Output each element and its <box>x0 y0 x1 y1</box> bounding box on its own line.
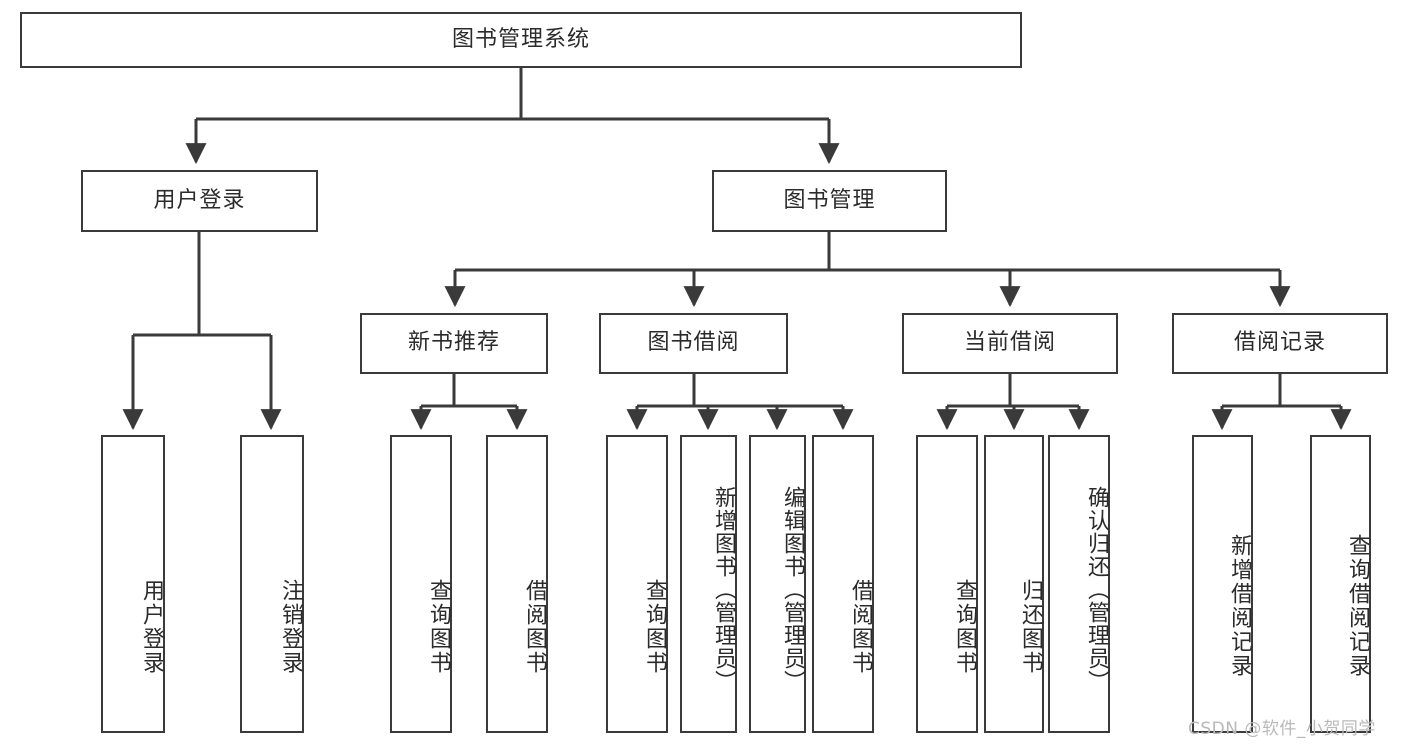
node-leaf-borrow-book-1[interactable]: 借阅图书 <box>486 435 548 733</box>
node-user-login[interactable]: 用户登录 <box>81 170 318 232</box>
node-leaf-add-record-label: 新增借阅记录 <box>1227 534 1252 678</box>
node-leaf-query-book-3-label: 查询图书 <box>952 579 977 675</box>
node-borrow-record-label: 借阅记录 <box>1233 330 1326 356</box>
node-root[interactable]: 图书管理系统 <box>20 12 1022 68</box>
node-leaf-user-login[interactable]: 用户登录 <box>101 435 165 733</box>
node-leaf-add-record[interactable]: 新增借阅记录 <box>1192 435 1253 733</box>
node-leaf-query-book-1[interactable]: 查询图书 <box>390 435 452 733</box>
node-leaf-user-login-label: 用户登录 <box>139 579 164 675</box>
node-leaf-borrow-book-2[interactable]: 借阅图书 <box>812 435 874 733</box>
node-book-manage[interactable]: 图书管理 <box>712 170 947 232</box>
node-leaf-query-book-2[interactable]: 查询图书 <box>606 435 668 733</box>
node-current-borrow-label: 当前借阅 <box>963 330 1056 356</box>
node-leaf-confirm-return-label: 确认归还（管理员） <box>1084 485 1109 693</box>
node-leaf-query-book-2-label: 查询图书 <box>642 579 667 675</box>
node-leaf-add-book[interactable]: 新增图书（管理员） <box>680 435 737 733</box>
node-leaf-borrow-book-2-label: 借阅图书 <box>848 579 873 675</box>
node-book-borrow-label: 图书借阅 <box>647 330 740 356</box>
node-leaf-query-book-1-label: 查询图书 <box>426 579 451 675</box>
node-leaf-query-book-3[interactable]: 查询图书 <box>916 435 978 733</box>
node-leaf-edit-book-label: 编辑图书（管理员） <box>780 485 805 693</box>
node-leaf-borrow-book-1-label: 借阅图书 <box>522 579 547 675</box>
node-root-label: 图书管理系统 <box>451 26 590 52</box>
node-new-book-rec-label: 新书推荐 <box>407 330 500 356</box>
node-leaf-return-book-label: 归还图书 <box>1018 579 1043 675</box>
node-leaf-return-book[interactable]: 归还图书 <box>984 435 1044 733</box>
node-book-borrow[interactable]: 图书借阅 <box>599 313 788 374</box>
node-leaf-query-record[interactable]: 查询借阅记录 <box>1310 435 1371 733</box>
node-current-borrow[interactable]: 当前借阅 <box>902 313 1118 374</box>
node-book-manage-label: 图书管理 <box>783 187 876 213</box>
node-user-login-label: 用户登录 <box>153 187 246 213</box>
node-leaf-confirm-return[interactable]: 确认归还（管理员） <box>1048 435 1110 733</box>
watermark: CSDN @软件_小贺同学 <box>1188 719 1376 739</box>
node-new-book-rec[interactable]: 新书推荐 <box>360 313 548 374</box>
node-leaf-query-record-label: 查询借阅记录 <box>1345 534 1370 678</box>
node-leaf-user-logout[interactable]: 注销登录 <box>240 435 304 733</box>
node-borrow-record[interactable]: 借阅记录 <box>1172 313 1388 374</box>
node-leaf-user-logout-label: 注销登录 <box>278 579 303 675</box>
node-leaf-add-book-label: 新增图书（管理员） <box>711 485 736 693</box>
node-leaf-edit-book[interactable]: 编辑图书（管理员） <box>749 435 806 733</box>
